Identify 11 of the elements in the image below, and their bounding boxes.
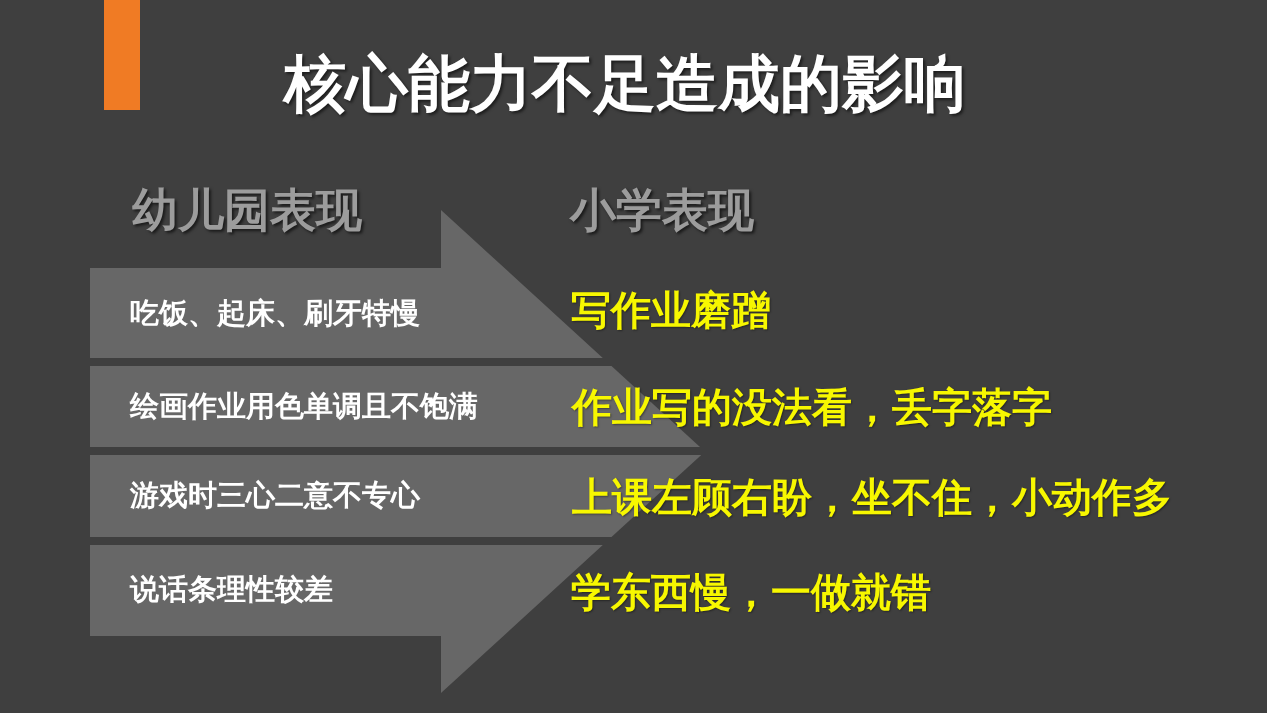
- result-text: 作业写的没法看，丢字落字: [572, 384, 1052, 430]
- behavior-text: 吃饭、起床、刷牙特慢: [130, 297, 420, 331]
- column-heading: 小学表现: [570, 183, 754, 237]
- result-text: 上课左顾右盼，坐不住，小动作多: [572, 474, 1172, 520]
- behavior-text: 绘画作业用色单调且不饱满: [130, 390, 478, 424]
- slide-title: 核心能力不足造成的影响: [284, 48, 966, 120]
- result-text: 学东西慢，一做就错: [571, 569, 931, 615]
- behavior-text: 说话条理性较差: [130, 573, 333, 607]
- behavior-text: 游戏时三心二意不专心: [130, 479, 420, 513]
- result-text: 写作业磨蹭: [571, 287, 771, 333]
- column-heading: 幼儿园表现: [132, 183, 362, 237]
